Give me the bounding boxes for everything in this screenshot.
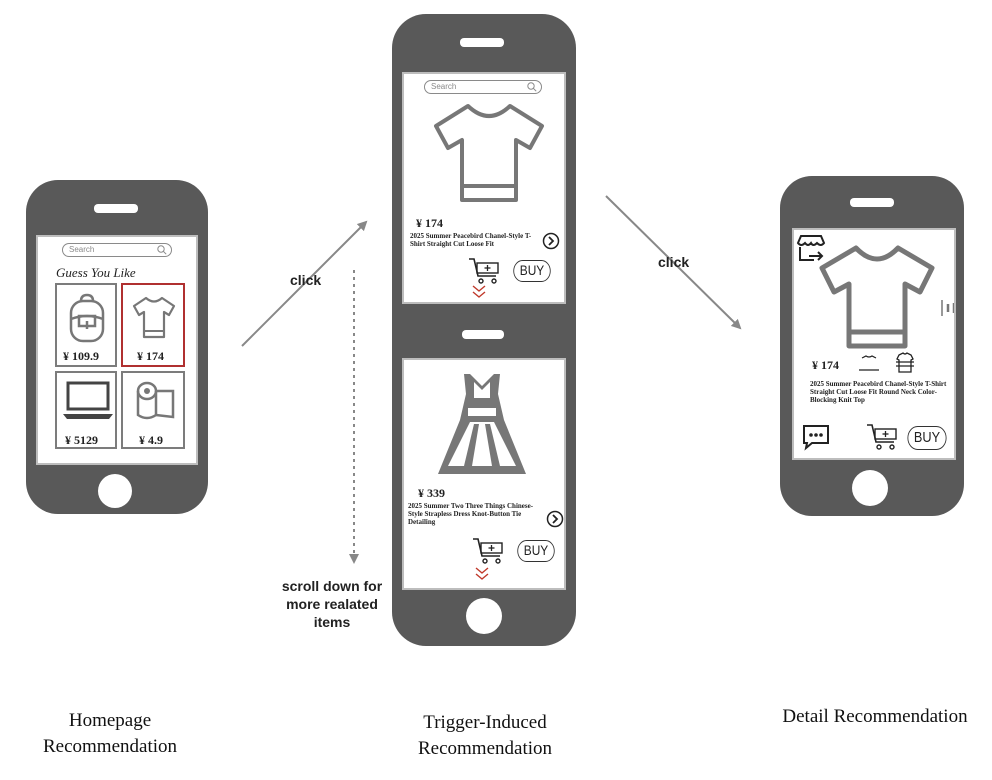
add-to-cart-icon[interactable] [472,536,506,564]
product-price: ¥ 5129 [65,433,98,447]
tshirt-icon [132,296,176,339]
click-label-left: click [290,272,322,288]
chat-icon[interactable] [802,424,830,451]
product-price: ¥ 109.9 [63,349,99,363]
toilet-paper-icon [136,381,175,420]
product-price: ¥ 339 [418,486,445,500]
click-arrow-right [605,195,742,330]
product-price: ¥ 174 [137,349,164,363]
dress-icon [438,374,526,474]
detail-screen: ¥ 174 2025 Summer Peacebird Chanel-Style… [792,228,956,460]
homepage-screen: Search Guess You Like ¥ 109.9 ¥ 174 [36,235,198,465]
search-icon [527,82,537,92]
caption-trigger: Trigger-Induced Recommendation [417,712,553,759]
section-title: Guess You Like [56,265,136,280]
product-tile-toilet-paper[interactable]: ¥ 4.9 [121,371,185,449]
search-placeholder: Search [431,82,457,91]
buy-button[interactable]: BUY [907,426,947,450]
product-tile-tshirt[interactable]: ¥ 174 [121,283,185,367]
product-title: 2025 Summer Peacebird Chanel-Style T-Shi… [410,232,532,249]
product-tile-laptop[interactable]: ¥ 5129 [55,371,117,449]
laptop-icon [63,381,113,419]
chevron-down-icon[interactable] [471,284,487,300]
product-title: 2025 Summer Peacebird Chanel-Style T-Shi… [810,380,947,405]
phone-speaker [94,204,138,213]
home-button[interactable] [98,474,132,508]
search-icon [157,245,167,255]
home-button[interactable] [466,598,502,634]
store-icon[interactable] [796,234,826,264]
add-to-cart-icon[interactable] [866,422,900,450]
fabric-icon[interactable] [894,352,916,374]
trigger-screen-top: Search ¥ 174 2025 Summer Peacebird Chane… [402,72,566,304]
product-price: ¥ 174 [416,216,443,230]
bar-icon [941,300,954,316]
phone-speaker [462,330,504,339]
phone-speaker [460,38,504,47]
backpack-icon [69,293,105,343]
homepage-phone: Search Guess You Like ¥ 109.9 ¥ 174 [26,180,208,514]
buy-button[interactable]: BUY [513,260,551,282]
detail-phone: ¥ 174 2025 Summer Peacebird Chanel-Style… [780,176,964,516]
product-tile-backpack[interactable]: ¥ 109.9 [55,283,117,367]
tshirt-icon [434,104,544,202]
product-price: ¥ 174 [812,358,839,372]
home-button[interactable] [852,470,888,506]
add-to-cart-icon[interactable] [468,256,502,284]
chevron-right-icon[interactable] [542,232,560,250]
caption-detail: Detail Recommendation [782,706,968,727]
trigger-phone: Search ¥ 174 2025 Summer Peacebird Chane… [392,14,576,646]
search-input[interactable]: Search [424,80,542,94]
size-guide-icon[interactable] [858,354,880,372]
scroll-label: scroll down for more realated items [281,578,383,631]
click-arrow-left [241,220,368,347]
trigger-screen-bottom: ¥ 339 2025 Summer Two Three Things Chine… [402,358,566,590]
phone-speaker [850,198,894,207]
search-input[interactable]: Search [62,243,172,257]
click-label-right: click [658,254,690,270]
chevron-right-icon[interactable] [546,510,564,528]
buy-button[interactable]: BUY [517,540,555,562]
product-price: ¥ 4.9 [139,433,163,447]
tshirt-icon [819,245,935,349]
search-placeholder: Search [69,245,95,254]
caption-homepage: Homepage Recommendation [42,710,178,757]
product-title: 2025 Summer Two Three Things Chinese-Sty… [408,502,534,527]
chevron-down-icon[interactable] [474,566,490,582]
